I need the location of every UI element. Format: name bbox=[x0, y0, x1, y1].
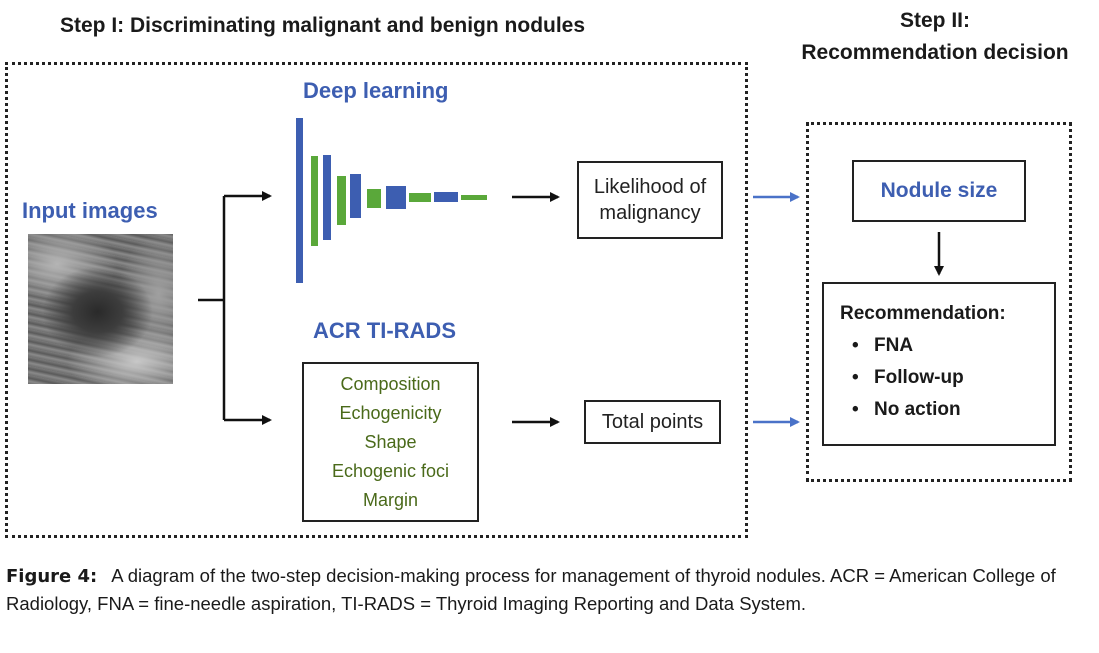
step2-title-line2: Recommendation decision bbox=[801, 41, 1069, 64]
step2-title-line1: Step II: bbox=[899, 9, 970, 32]
network-bars-icon bbox=[296, 118, 487, 283]
likelihood-box: Likelihood of malignancy bbox=[577, 161, 723, 239]
acr-tirads-label: ACR TI-RADS bbox=[313, 318, 456, 343]
acr-feature-margin: Margin bbox=[362, 489, 419, 510]
figure-label: Figure 4: bbox=[6, 566, 98, 587]
acr-feature-composition: Composition bbox=[340, 373, 441, 394]
figure-caption-text: A diagram of the two-step decision-makin… bbox=[6, 565, 1056, 614]
input-images-label: Input images bbox=[22, 198, 158, 223]
figure-caption: Figure 4:A diagram of the two-step decis… bbox=[6, 562, 1094, 617]
recommendation-item-no-action: •No action bbox=[852, 399, 961, 420]
step1-title: Step I: Discriminating malignant and ben… bbox=[60, 14, 586, 37]
deep-learning-label: Deep learning bbox=[303, 78, 449, 103]
acr-features-box: Composition Echogenicity Shape Echogenic… bbox=[302, 362, 479, 522]
recommendation-item-fna: •FNA bbox=[852, 335, 914, 356]
acr-feature-echogenicity: Echogenicity bbox=[339, 402, 442, 423]
recommendation-item-follow-up: •Follow-up bbox=[852, 367, 964, 388]
likelihood-line1: Likelihood of bbox=[593, 176, 707, 198]
likelihood-line2: malignancy bbox=[599, 202, 701, 224]
ultrasound-image bbox=[28, 234, 173, 384]
acr-feature-echogenic-foci: Echogenic foci bbox=[331, 460, 450, 481]
total-points-box: Total points bbox=[584, 400, 721, 444]
recommendation-title: Recommendation: bbox=[840, 303, 1006, 324]
step2-frame bbox=[806, 122, 1072, 482]
step1-frame bbox=[5, 62, 748, 538]
input-bracket bbox=[198, 196, 226, 420]
recommendation-box: Recommendation: •FNA •Follow-up •No acti… bbox=[822, 282, 1056, 446]
step2-title: Step II: Recommendation decision bbox=[770, 5, 1099, 69]
acr-feature-shape: Shape bbox=[364, 431, 417, 452]
nodule-size-box: Nodule size bbox=[852, 160, 1026, 222]
